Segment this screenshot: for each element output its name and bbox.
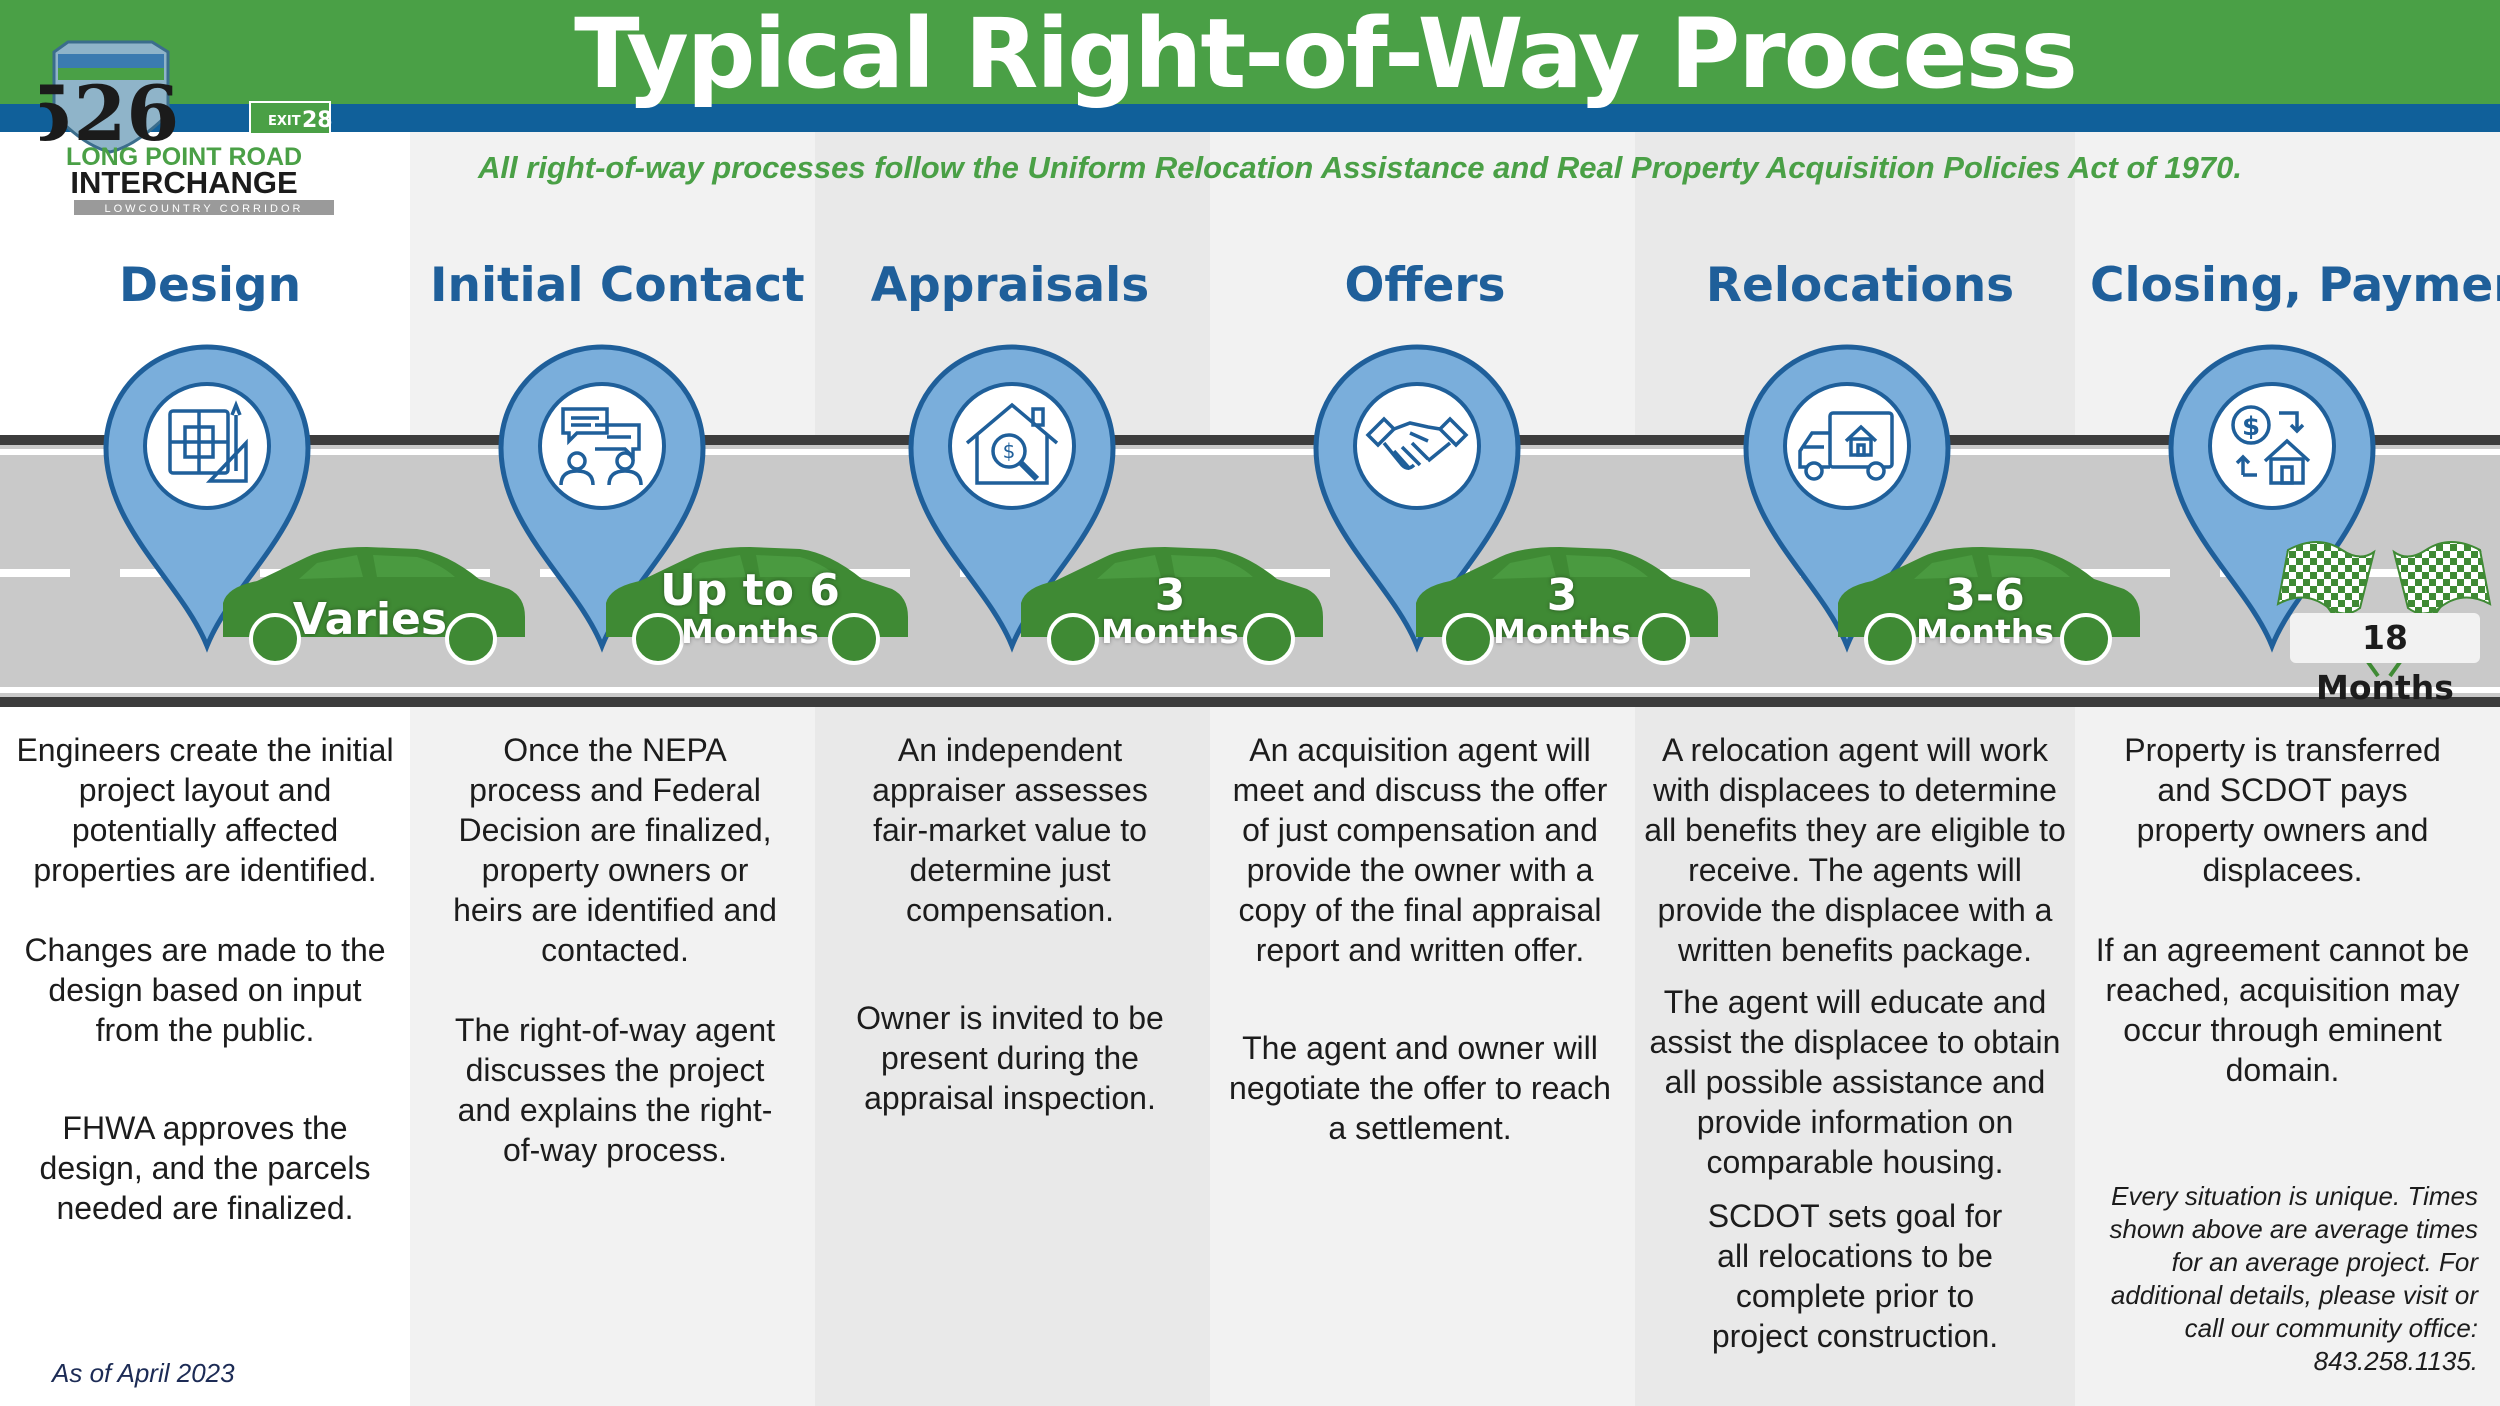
desc-paragraph: A relocation agent will work with displa… (1644, 732, 2066, 968)
page-title: Typical Right-of-Way Process (574, 0, 2078, 110)
duration-appraisals-unit: Months (1101, 612, 1239, 651)
step-title-design: Design (118, 258, 302, 313)
desc-paragraph: SCDOT sets goal for all relocations to b… (1707, 1198, 2003, 1354)
step-description-appraisals: An independent appraiser assesses fair-m… (855, 730, 1165, 1158)
logo-line2: INTERCHANGE (70, 165, 297, 200)
blueprint-icon (168, 400, 248, 483)
pin-relocations (1743, 344, 1951, 653)
desc-paragraph: If an agreement cannot be reached, acqui… (2095, 932, 2470, 1088)
svg-text:$: $ (2242, 412, 2260, 442)
duration-appraisals-value: 3 (1154, 570, 1186, 621)
conversation-icon (559, 407, 643, 486)
step-title-appraisals: Appraisals (870, 258, 1150, 313)
average-times-note: Every situation is unique. Times shown a… (2109, 1181, 2478, 1376)
step-description-design: Engineers create the initial project lay… (15, 730, 395, 1268)
desc-paragraph: An acquisition agent will meet and discu… (1232, 732, 1608, 968)
header-blue-stripe (0, 104, 2500, 132)
money-exchange-icon: $ (2231, 405, 2311, 485)
logo-line3: LOWCOUNTRY CORRIDOR (105, 203, 304, 215)
route-shield-logo: 526 EXIT 28 LONG POINT ROAD INTERCHANGE … (21, 40, 334, 215)
step-description-closing-payment: Property is transferred and SCDOT pays p… (2095, 730, 2470, 1130)
car-appraisals (1021, 547, 1323, 665)
duration-relocations-unit: Months (1916, 612, 2054, 651)
header-green-band (0, 0, 2500, 104)
column-bg-4 (1210, 132, 1635, 1406)
column-bg-6 (2075, 132, 2500, 1406)
desc-paragraph: The agent will educate and assist the di… (1649, 984, 2061, 1180)
car-offers (1416, 547, 1718, 665)
pin-offers (1313, 344, 1521, 653)
step-description-relocations: A relocation agent will work with displa… (1640, 730, 2070, 1396)
desc-paragraph: The agent and owner will negotiate the o… (1229, 1030, 1611, 1146)
desc-paragraph: Once the NEPA process and Federal Decisi… (453, 732, 777, 968)
step-title-closing-payment: Closing, Payment (2090, 258, 2500, 313)
pin-design (103, 344, 311, 653)
project-logo: 526 EXIT 28 LONG POINT ROAD INTERCHANGE … (21, 28, 340, 223)
desc-paragraph: FHWA approves the design, and the parcel… (39, 1110, 371, 1226)
duration-relocations-value: 3-6 (1945, 570, 2025, 621)
duration-initial-contact-value: Up to 6 (660, 565, 840, 616)
pin-initial-contact (498, 344, 706, 653)
logo-line1: LONG POINT ROAD (66, 143, 302, 171)
handshake-icon (1365, 416, 1469, 471)
column-bg-3 (815, 132, 1210, 1406)
duration-initial-contact-unit: Months (681, 612, 819, 651)
desc-paragraph: Engineers create the initial project lay… (16, 732, 394, 888)
logo-exit-label: EXIT (268, 114, 301, 129)
subtitle: All right-of-way processes follow the Un… (478, 150, 2242, 185)
desc-paragraph: The right-of-way agent discusses the pro… (454, 1012, 776, 1168)
pin-closing-payment: $ (2168, 344, 2376, 653)
step-description-initial-contact: Once the NEPA process and Federal Decisi… (445, 730, 785, 1210)
desc-paragraph: An independent appraiser assesses fair-m… (872, 732, 1148, 928)
step-title-offers: Offers (1344, 258, 1506, 313)
duration-design: Varies (292, 594, 448, 645)
house-appraisal-icon: $ (965, 402, 1059, 485)
step-title-relocations: Relocations (1705, 258, 2015, 313)
as-of-date: As of April 2023 (52, 1358, 235, 1388)
car-relocations (1838, 547, 2140, 665)
car-initial-contact (606, 547, 908, 665)
step-title-initial-contact: Initial Contact (430, 258, 805, 313)
desc-paragraph: Changes are made to the design based on … (24, 932, 386, 1048)
column-bg-2 (410, 132, 815, 1406)
column-bg-5 (1635, 132, 2075, 1406)
desc-paragraph: Property is transferred and SCDOT pays p… (2124, 732, 2441, 888)
car-design (223, 547, 525, 665)
duration-offers-unit: Months (1493, 612, 1631, 651)
logo-exit-number: 28 (302, 108, 333, 133)
column-bg-1 (0, 132, 410, 1406)
duration-closing-payment: 18 Months (2290, 613, 2480, 707)
desc-paragraph: Owner is invited to be present during th… (856, 1000, 1164, 1116)
duration-offers-value: 3 (1546, 570, 1578, 621)
step-description-offers: An acquisition agent will meet and discu… (1225, 730, 1615, 1188)
logo-route-number: 526 (40, 69, 179, 158)
moving-truck-icon (1798, 411, 1894, 481)
pin-appraisals: $ (908, 344, 1116, 653)
svg-text:$: $ (1003, 439, 1016, 463)
